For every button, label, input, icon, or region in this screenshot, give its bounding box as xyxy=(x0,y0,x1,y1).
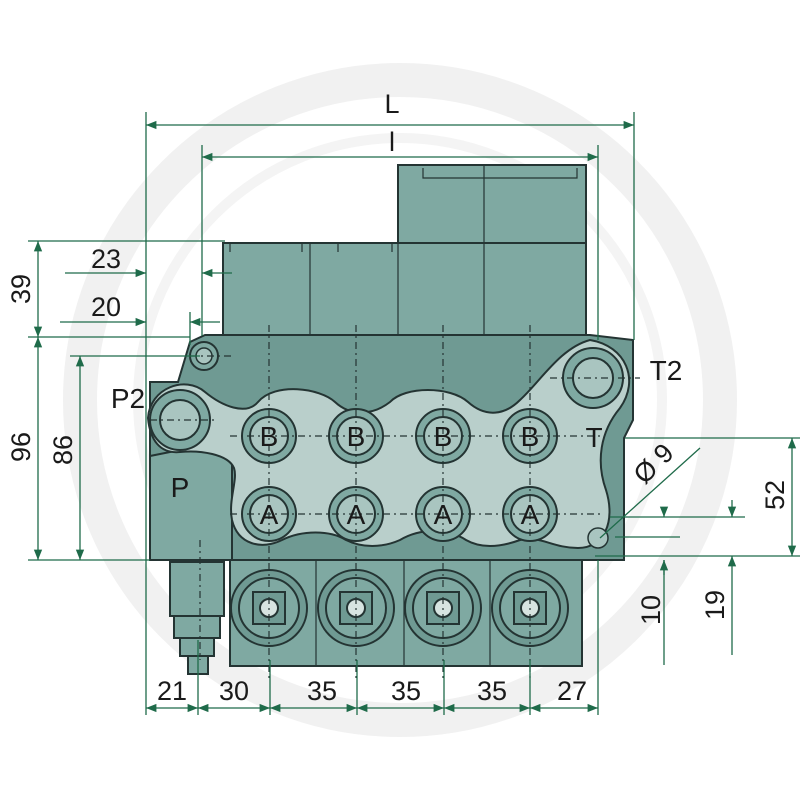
dim-L: L xyxy=(384,89,399,119)
valve-body xyxy=(146,164,640,680)
port-label-t2: T2 xyxy=(650,355,683,386)
p-fitting xyxy=(169,561,225,617)
port-label-b1: B xyxy=(260,421,279,452)
port-label-a3: A xyxy=(434,499,453,530)
dimension-labels: L l 39 23 20 96 86 52 Ø 9 10 19 21 30 35… xyxy=(6,89,790,706)
dim-pitch-4: 35 xyxy=(391,676,421,706)
dim-pitch-5: 35 xyxy=(477,676,507,706)
port-label-p2: P2 xyxy=(111,383,145,414)
port-label-b4: B xyxy=(521,421,540,452)
dim-hole-diameter: Ø 9 xyxy=(628,438,680,490)
dim-pitch-6: 27 xyxy=(557,676,587,706)
dim-86: 86 xyxy=(48,435,78,465)
dim-96: 96 xyxy=(6,432,36,462)
dim-pitch-2: 30 xyxy=(219,676,249,706)
dim-pitch-3: 35 xyxy=(307,676,337,706)
dimension-lines xyxy=(28,112,800,715)
dim-39: 39 xyxy=(6,274,36,304)
aux-port-holes xyxy=(149,341,624,549)
upper-block-right xyxy=(397,164,587,248)
dim-52: 52 xyxy=(760,480,790,510)
port-label-a1: A xyxy=(260,499,279,530)
port-label-p: P xyxy=(171,472,190,503)
dim-20: 20 xyxy=(91,292,121,322)
port-label-a2: A xyxy=(347,499,366,530)
dim-23: 23 xyxy=(91,244,121,274)
port-label-b2: B xyxy=(347,421,366,452)
dim-19: 19 xyxy=(700,590,730,620)
dim-l: l xyxy=(389,127,395,157)
port-labels: B B B B A A A A P P2 T T2 xyxy=(111,355,682,530)
port-label-b3: B xyxy=(434,421,453,452)
port-label-a4: A xyxy=(521,499,540,530)
port-label-t: T xyxy=(585,422,602,453)
upper-block xyxy=(222,242,587,339)
dim-pitch-1: 21 xyxy=(157,676,187,706)
centerlines xyxy=(150,325,640,680)
dim-10: 10 xyxy=(636,595,666,625)
